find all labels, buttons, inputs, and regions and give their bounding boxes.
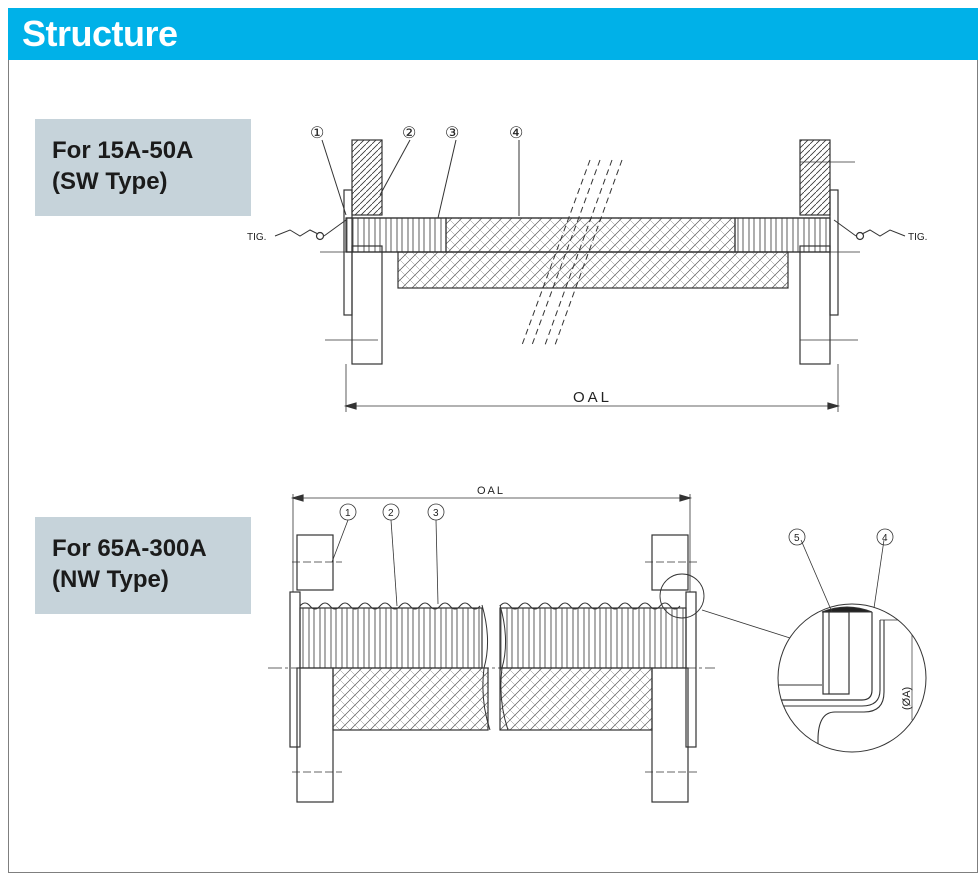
sw-right-flange-bottom: [799, 245, 831, 365]
nw-callout-1: 1: [345, 508, 351, 519]
sw-right-bellows: [734, 217, 831, 253]
sw-callouts: ① ② ③ ④ TIG. TIG. OAL: [247, 125, 927, 406]
sw-size-range: For 15A-50A: [52, 137, 194, 164]
nw-type-drawing: [268, 494, 791, 803]
nw-right-bellows: [499, 607, 687, 669]
nw-callouts: 1 2 3 OAL: [339, 485, 505, 521]
sw-weld-label-left: TIG.: [247, 232, 266, 243]
sw-callout-1: ①: [310, 125, 324, 142]
detail-callout-4: 4: [882, 533, 888, 544]
nw-oal-label: OAL: [477, 485, 505, 497]
sw-left-bellows: [345, 217, 447, 253]
nw-right-braid: [499, 667, 653, 731]
sw-callout-2: ②: [402, 125, 416, 142]
nw-right-flange-bottom: [651, 667, 689, 803]
nw-left-lap: [289, 591, 301, 748]
sw-right-flange-top: [799, 139, 831, 216]
nw-left-flange-bottom: [296, 667, 334, 803]
nw-left-braid: [332, 667, 489, 731]
section-title: Structure: [22, 13, 178, 54]
nw-right-flange-top: [651, 534, 689, 591]
sw-type-label: For 15A-50A (SW Type): [35, 119, 251, 216]
sw-braid-bottom: [397, 251, 789, 289]
sw-right-collar: [829, 189, 839, 316]
nw-callout-3: 3: [433, 508, 439, 519]
sw-left-flange-top: [351, 139, 383, 216]
sw-oal-label: OAL: [573, 389, 612, 406]
nw-left-bellows: [299, 607, 483, 669]
sw-callout-3: ③: [445, 125, 459, 142]
nw-detail-view: [777, 539, 927, 753]
nw-size-range: For 65A-300A: [52, 535, 207, 562]
sw-callout-4: ④: [509, 125, 523, 142]
nw-type-label: For 65A-300A (NW Type): [35, 517, 251, 614]
sw-type-name: (SW Type): [52, 168, 168, 195]
nw-left-flange-top: [296, 534, 334, 591]
sw-weld-label-right: TIG.: [908, 232, 927, 243]
section-header: Structure: [8, 8, 978, 60]
content-frame: [8, 60, 978, 873]
detail-callouts: 5 4 (ØA): [788, 528, 913, 710]
detail-callout-5: 5: [794, 533, 800, 544]
detail-dimension-label: (ØA): [901, 687, 913, 710]
sw-type-drawing: [274, 139, 906, 412]
sw-left-flange-bottom: [351, 245, 383, 365]
nw-right-lap: [685, 591, 697, 748]
nw-type-name: (NW Type): [52, 566, 169, 593]
nw-callout-2: 2: [388, 508, 394, 519]
